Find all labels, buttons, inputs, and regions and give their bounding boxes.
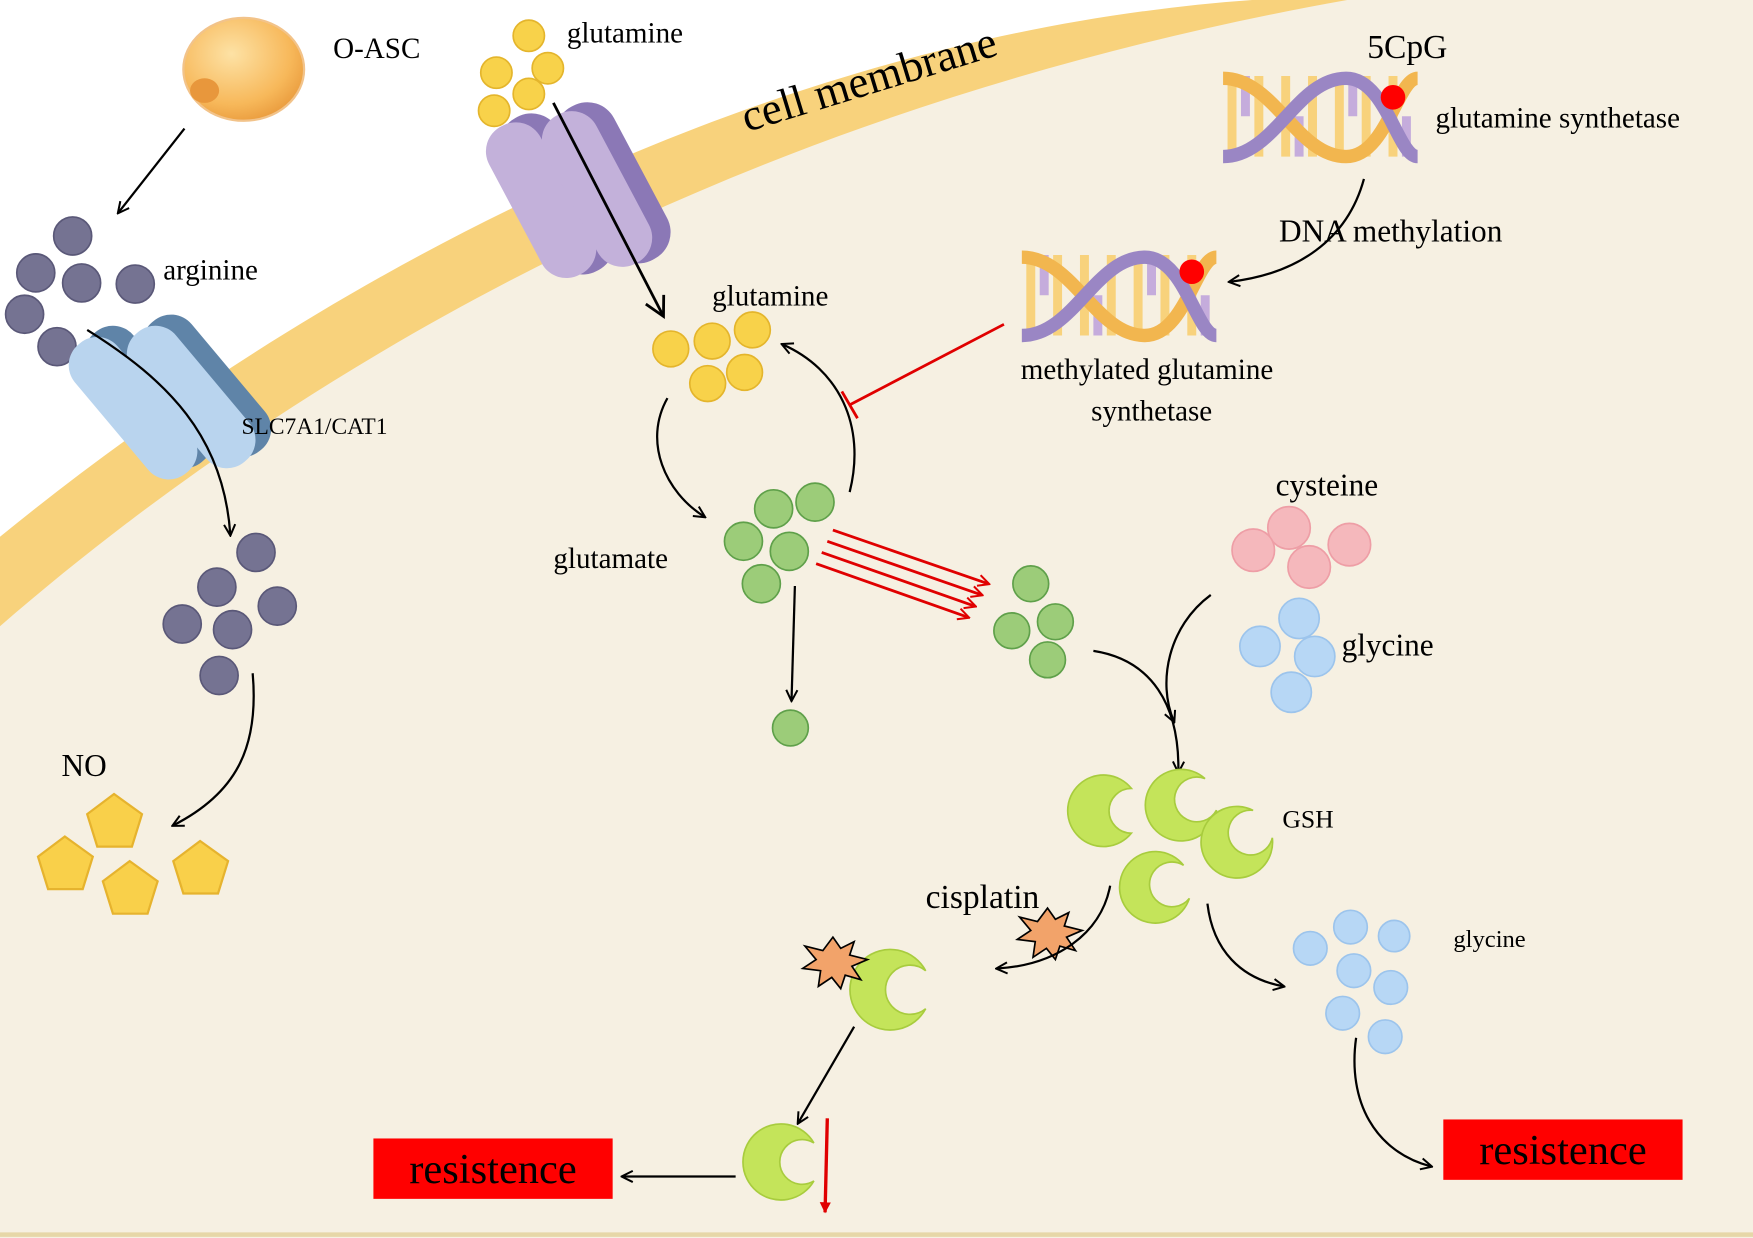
- arginine-cluster-outside: [4, 216, 156, 367]
- transporter-label: SLC7A1/CAT1: [241, 414, 387, 440]
- complex-down-arrow: [798, 1026, 856, 1123]
- dna-methylation-label: DNA methylation: [1279, 214, 1503, 249]
- glycine-cluster-2: [1292, 909, 1411, 1055]
- resistence-box-right: resistence: [1443, 1119, 1683, 1180]
- methylated-gs-label-line2: synthetase: [1091, 395, 1212, 427]
- resistence-box-left: resistence: [373, 1138, 613, 1199]
- gsh-label: GSH: [1282, 805, 1333, 834]
- glutamate-cluster: [723, 482, 835, 604]
- o-asc-to-arginine-arrow: [119, 127, 186, 213]
- glutamate-down-arrow: [792, 585, 795, 700]
- gsh-bottom: [742, 1123, 815, 1201]
- blue-transporter-icon: [68, 314, 272, 480]
- glutamate-to-gsh-arrow: [1093, 649, 1178, 772]
- arginine-label: arginine: [163, 255, 258, 287]
- resistence-right-text: resistence: [1479, 1127, 1646, 1174]
- arginine-to-no-arrow: [173, 673, 255, 825]
- cysteine-cluster: [1231, 505, 1372, 590]
- glycine-cluster-1: [1239, 597, 1336, 714]
- glutamate-label: glutamate: [553, 543, 668, 575]
- dna-helix-icon: [1222, 71, 1420, 164]
- methylated-gs-label-line1: methylated glutamine: [1021, 354, 1274, 386]
- glutamate-to-glutamine-arrow: [783, 344, 856, 493]
- glutamine-inside-label: glutamine: [712, 280, 828, 312]
- resistence-left-text: resistence: [409, 1146, 576, 1193]
- cisplatin-label: cisplatin: [926, 879, 1040, 916]
- starburst-icon: [1015, 906, 1085, 962]
- glycine-label-2: glycine: [1453, 926, 1525, 953]
- dna-methylation-arrow: [1230, 178, 1366, 282]
- inhibition-line: [840, 323, 1005, 419]
- glutamine-to-glutamate-arrow: [656, 397, 704, 517]
- arginine-transport-arrow: [86, 328, 230, 535]
- glycine-to-resistence-arrow: [1353, 1037, 1431, 1167]
- methylated-dna-helix-icon: [1021, 250, 1219, 343]
- red-down-arrow: [819, 1118, 831, 1214]
- gsh-to-glycine-arrow: [1206, 903, 1283, 987]
- glutamate-cluster-2: [993, 565, 1075, 679]
- no-label: NO: [61, 748, 106, 783]
- glutamate-single-dot: [771, 709, 810, 747]
- glutamine-synthetase-label: glutamine synthetase: [1435, 102, 1680, 134]
- cpg-label: 5CpG: [1367, 29, 1447, 66]
- arginine-cluster-inside: [162, 532, 298, 696]
- no-pentagons: [36, 792, 230, 915]
- gsh-cluster: [1066, 768, 1274, 924]
- cysteine-label: cysteine: [1276, 467, 1379, 502]
- orange-cell-icon: [182, 16, 306, 122]
- cisplatin-gsh-complex: [800, 935, 927, 1031]
- glutamine-outside-label: glutamine: [567, 17, 683, 49]
- glutamine-transport-arrow: [552, 102, 666, 320]
- increased-flux-arrows: [815, 528, 988, 617]
- glutamine-cluster-inside: [652, 311, 772, 403]
- cysteine-glycine-to-gsh-arrow: [1166, 594, 1212, 721]
- gsh-to-cisplatin-complex-arrow: [997, 885, 1112, 969]
- glutamine-cluster-outside: [477, 19, 565, 128]
- o-asc-label: O-ASC: [333, 33, 420, 65]
- glycine-label-1: glycine: [1342, 627, 1434, 662]
